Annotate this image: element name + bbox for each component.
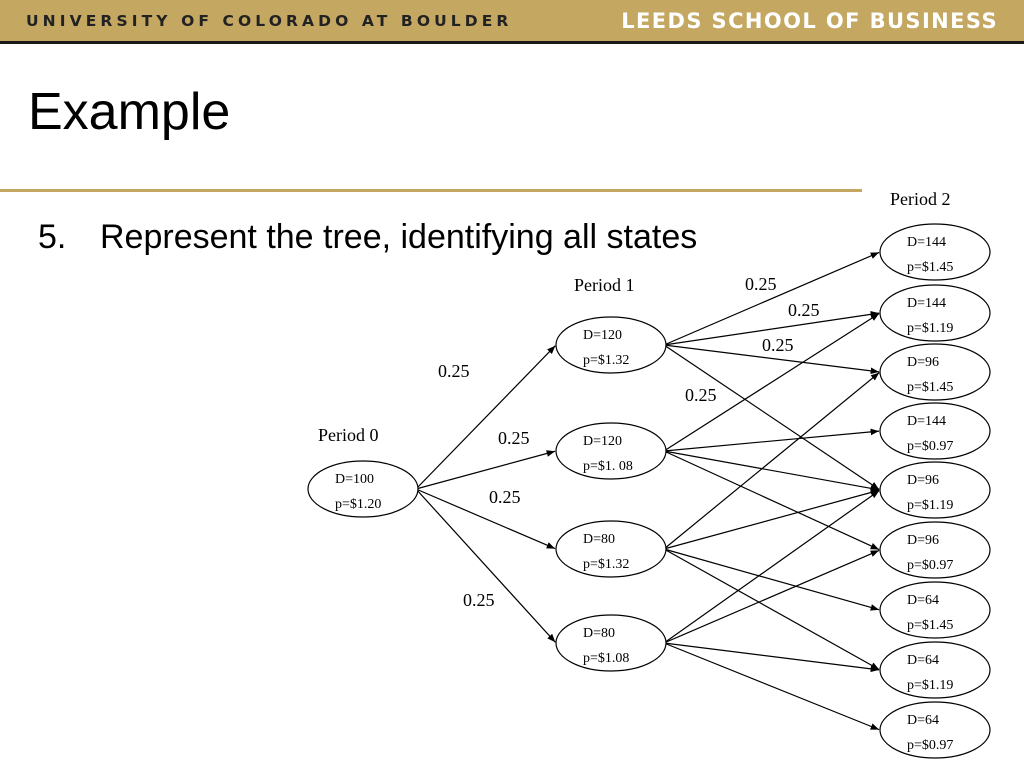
state-ellipse xyxy=(555,316,667,374)
state-dividend-label: D=144 xyxy=(907,235,946,250)
state-ellipse xyxy=(879,284,991,342)
state-price-label: p=$0.97 xyxy=(907,558,953,573)
title-divider xyxy=(0,189,862,192)
state-dividend-label: D=120 xyxy=(583,434,622,449)
state-node-period2: D=144 p=$1.19 xyxy=(879,284,991,342)
state-price-label: p=$1. 08 xyxy=(583,459,633,474)
state-price-label: p=$1.08 xyxy=(583,651,629,666)
state-ellipse xyxy=(879,461,991,519)
bullet-text: Represent the tree, identifying all stat… xyxy=(100,218,698,256)
period-label: Period 2 xyxy=(890,189,951,209)
state-dividend-label: D=144 xyxy=(907,414,946,429)
probability-label: 0.25 xyxy=(745,274,777,294)
state-price-label: p=$1.19 xyxy=(907,321,953,336)
state-node-period2: D=144 p=$0.97 xyxy=(879,402,991,460)
state-dividend-label: D=96 xyxy=(907,533,939,548)
probability-label: 0.25 xyxy=(438,361,470,381)
edge-period1-to-period2 xyxy=(663,450,880,551)
state-ellipse xyxy=(555,520,667,578)
edge-period1-to-period2 xyxy=(663,642,880,673)
edge-period1-to-period2 xyxy=(663,313,880,452)
state-dividend-label: D=96 xyxy=(907,355,939,370)
state-ellipse xyxy=(879,343,991,401)
edge-period1-to-period2 xyxy=(663,311,880,346)
state-ellipse xyxy=(879,581,991,639)
state-ellipse xyxy=(879,641,991,699)
probability-label: 0.25 xyxy=(788,300,820,320)
state-dividend-label: D=64 xyxy=(907,713,939,728)
probability-label: 0.25 xyxy=(489,487,521,507)
state-node-period0: D=100 p=$1.20 xyxy=(307,460,419,518)
tree-edges xyxy=(415,251,880,731)
state-price-label: p=$0.97 xyxy=(907,439,953,454)
header-banner: UNIVERSITY OF COLORADO AT BOULDER LEEDS … xyxy=(0,0,1024,44)
period-label: Period 1 xyxy=(574,275,635,295)
edge-period1-to-period2 xyxy=(663,372,880,550)
probability-label: 0.25 xyxy=(685,385,717,405)
state-dividend-label: D=144 xyxy=(907,296,946,311)
state-ellipse xyxy=(555,422,667,480)
state-ellipse xyxy=(879,223,991,281)
edge-period1-to-period2 xyxy=(663,344,880,490)
state-node-period2: D=144 p=$1.45 xyxy=(879,223,991,281)
state-price-label: p=$1.45 xyxy=(907,260,953,275)
edge-period1-to-period2 xyxy=(663,642,880,731)
state-ellipse xyxy=(879,402,991,460)
edge-period1-to-period2 xyxy=(663,344,880,375)
slide-title: Example xyxy=(28,83,231,141)
edge-period1-to-period2 xyxy=(663,489,880,550)
state-dividend-label: D=96 xyxy=(907,473,939,488)
state-price-label: p=$1.19 xyxy=(907,498,953,513)
state-node-period2: D=96 p=$0.97 xyxy=(879,521,991,579)
state-node-period1: D=120 p=$1.32 xyxy=(555,316,667,374)
probability-label: 0.25 xyxy=(762,335,794,355)
state-node-period1: D=80 p=$1.08 xyxy=(555,614,667,672)
state-dividend-label: D=120 xyxy=(583,328,622,343)
state-dividend-label: D=64 xyxy=(907,593,939,608)
state-node-period2: D=64 p=$0.97 xyxy=(879,701,991,759)
state-node-period2: D=64 p=$1.19 xyxy=(879,641,991,699)
edge-period1-to-period2 xyxy=(663,490,880,644)
school-name: LEEDS SCHOOL OF BUSINESS xyxy=(621,9,998,33)
state-node-period2: D=96 p=$1.45 xyxy=(879,343,991,401)
state-price-label: p=$1.45 xyxy=(907,618,953,633)
state-price-label: p=$1.32 xyxy=(583,557,629,572)
edge-period1-to-period2 xyxy=(663,251,880,346)
state-price-label: p=$0.97 xyxy=(907,738,953,753)
state-dividend-label: D=64 xyxy=(907,653,939,668)
edge-period1-to-period2 xyxy=(663,549,880,644)
state-price-label: p=$1.32 xyxy=(583,353,629,368)
edge-period0-to-period1 xyxy=(415,488,556,643)
edge-period1-to-period2 xyxy=(663,450,880,492)
state-dividend-label: D=100 xyxy=(335,472,374,487)
state-dividend-label: D=80 xyxy=(583,532,615,547)
tree-labels: Period 0 Period 1 Period 2 0.25 0.25 0.25 0.25… xyxy=(318,189,951,610)
period-label: Period 0 xyxy=(318,425,379,445)
edge-period1-to-period2 xyxy=(663,428,880,452)
bullet-number: 5. xyxy=(38,218,67,256)
state-dividend-label: D=80 xyxy=(583,626,615,641)
probability-label: 0.25 xyxy=(498,428,530,448)
state-node-period1: D=120 p=$1. 08 xyxy=(555,422,667,480)
state-price-label: p=$1.45 xyxy=(907,380,953,395)
edge-period0-to-period1 xyxy=(415,450,556,490)
edge-period1-to-period2 xyxy=(663,548,880,671)
edge-period0-to-period1 xyxy=(415,488,556,550)
state-node-period2: D=64 p=$1.45 xyxy=(879,581,991,639)
state-ellipse xyxy=(555,614,667,672)
state-ellipse xyxy=(879,521,991,579)
state-ellipse xyxy=(879,701,991,759)
state-price-label: p=$1.19 xyxy=(907,678,953,693)
university-name: UNIVERSITY OF COLORADO AT BOULDER xyxy=(26,12,513,30)
edge-period0-to-period1 xyxy=(415,345,556,490)
state-ellipse xyxy=(307,460,419,518)
state-node-period1: D=80 p=$1.32 xyxy=(555,520,667,578)
edge-period1-to-period2 xyxy=(663,548,880,611)
probability-label: 0.25 xyxy=(463,590,495,610)
state-price-label: p=$1.20 xyxy=(335,497,381,512)
state-node-period2: D=96 p=$1.19 xyxy=(879,461,991,519)
